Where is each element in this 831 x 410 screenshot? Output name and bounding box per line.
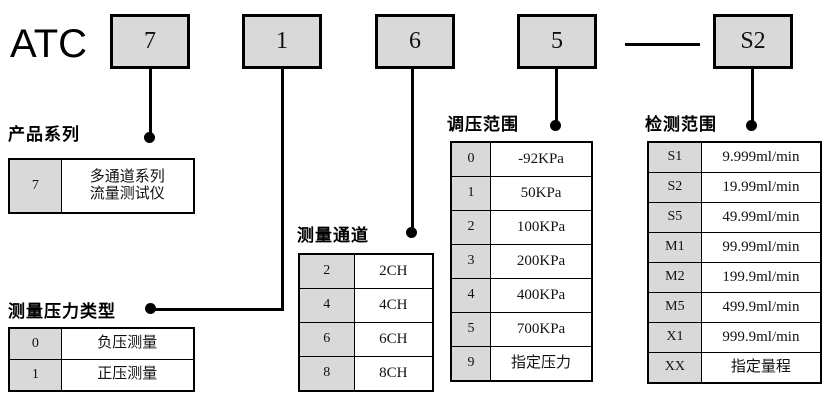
cell-value-line1: 多通道系列 [89, 168, 165, 185]
table-row: M5 499.9ml/min [647, 292, 822, 323]
table-detection-range: S1 9.999ml/min S2 19.99ml/min S5 49.99ml… [647, 141, 822, 384]
cell-key: 3 [450, 244, 492, 279]
cell-key: 0 [8, 327, 62, 360]
table-row: S5 49.99ml/min [647, 202, 822, 233]
cell-key: XX [647, 352, 702, 384]
cell-key: S5 [647, 202, 702, 233]
code-box-channel[interactable]: 6 [375, 14, 455, 69]
connector-detection-range-vline [751, 69, 754, 125]
model-prefix-label: ATC [10, 22, 88, 66]
table-row: 6 6CH [298, 322, 434, 357]
table-pressure-type: 0 负压测量 1 正压测量 [8, 327, 195, 392]
cell-key: 8 [298, 356, 355, 392]
cell-key: 9 [450, 346, 492, 382]
table-row: 4 400KPa [450, 278, 593, 313]
cell-value: 4CH [353, 288, 434, 323]
cell-key: 2 [450, 210, 492, 245]
cell-value: 指定压力 [490, 346, 593, 382]
cell-key: 5 [450, 312, 492, 347]
connector-series-dot [144, 132, 155, 143]
table-row: S2 19.99ml/min [647, 172, 822, 203]
table-row: 7 多通道系列 流量测试仪 [8, 158, 195, 214]
caption-pressure-type: 测量压力类型 [8, 302, 116, 321]
cell-value: 负压测量 [60, 327, 195, 360]
cell-value: 700KPa [490, 312, 593, 347]
table-row: 8 8CH [298, 356, 434, 392]
table-measure-channel: 2 2CH 4 4CH 6 6CH 8 8CH [298, 253, 434, 392]
connector-pressure-type-vline [281, 69, 284, 310]
connector-pressure-range-dot [550, 120, 561, 131]
cell-key: X1 [647, 322, 702, 353]
table-row: 2 2CH [298, 253, 434, 289]
table-row: M2 199.9ml/min [647, 262, 822, 293]
cell-value: 199.9ml/min [700, 262, 822, 293]
connector-channel-dot [406, 227, 417, 238]
cell-value: 多通道系列 流量测试仪 [60, 158, 195, 214]
connector-series-vline [149, 69, 152, 137]
table-row: 5 700KPa [450, 312, 593, 347]
code-separator-dash [625, 43, 700, 46]
table-product-series: 7 多通道系列 流量测试仪 [8, 158, 195, 214]
connector-detection-range-dot [746, 120, 757, 131]
cell-value: 6CH [353, 322, 434, 357]
cell-value: 2CH [353, 253, 434, 289]
cell-key: M1 [647, 232, 702, 263]
cell-key: 6 [298, 322, 355, 357]
cell-value: 999.9ml/min [700, 322, 822, 353]
code-box-pressure-type[interactable]: 1 [242, 14, 322, 69]
cell-key: 0 [450, 141, 492, 177]
cell-key: 1 [8, 359, 62, 392]
caption-pressure-range: 调压范围 [447, 115, 519, 134]
cell-key: 2 [298, 253, 355, 289]
cell-value: 正压测量 [60, 359, 195, 392]
cell-key: 7 [8, 158, 62, 214]
caption-measure-channel: 测量通道 [297, 226, 369, 245]
connector-channel-vline [411, 69, 414, 232]
cell-value: 50KPa [490, 176, 593, 211]
table-row: 0 -92KPa [450, 141, 593, 177]
table-row: M1 99.99ml/min [647, 232, 822, 263]
cell-key: M2 [647, 262, 702, 293]
table-row: 2 100KPa [450, 210, 593, 245]
code-box-series[interactable]: 7 [110, 14, 190, 69]
connector-pressure-type-dot [145, 303, 156, 314]
table-row: S1 9.999ml/min [647, 141, 822, 173]
table-row: 4 4CH [298, 288, 434, 323]
table-row: 3 200KPa [450, 244, 593, 279]
cell-key: S2 [647, 172, 702, 203]
cell-value: 8CH [353, 356, 434, 392]
cell-key: S1 [647, 141, 702, 173]
table-row: 9 指定压力 [450, 346, 593, 382]
cell-value: 9.999ml/min [700, 141, 822, 173]
cell-value: 99.99ml/min [700, 232, 822, 263]
caption-detection-range: 检测范围 [645, 115, 717, 134]
code-box-detection-range[interactable]: S2 [713, 14, 793, 69]
cell-key: 4 [450, 278, 492, 313]
connector-pressure-range-vline [555, 69, 558, 125]
table-row: XX 指定量程 [647, 352, 822, 384]
cell-value: 49.99ml/min [700, 202, 822, 233]
connector-pressure-type-hline [150, 308, 284, 311]
cell-key: 4 [298, 288, 355, 323]
cell-value: 19.99ml/min [700, 172, 822, 203]
code-box-pressure-range[interactable]: 5 [517, 14, 597, 69]
cell-value: 499.9ml/min [700, 292, 822, 323]
cell-key: M5 [647, 292, 702, 323]
table-pressure-range: 0 -92KPa 1 50KPa 2 100KPa 3 200KPa 4 400… [450, 141, 593, 382]
table-row: 1 正压测量 [8, 359, 195, 392]
cell-value: 100KPa [490, 210, 593, 245]
cell-key: 1 [450, 176, 492, 211]
cell-value: 指定量程 [700, 352, 822, 384]
cell-value: 400KPa [490, 278, 593, 313]
table-row: 0 负压测量 [8, 327, 195, 360]
caption-product-series: 产品系列 [8, 125, 80, 144]
table-row: 1 50KPa [450, 176, 593, 211]
cell-value-line2: 流量测试仪 [89, 186, 165, 202]
cell-value: -92KPa [490, 141, 593, 177]
cell-value: 200KPa [490, 244, 593, 279]
table-row: X1 999.9ml/min [647, 322, 822, 353]
